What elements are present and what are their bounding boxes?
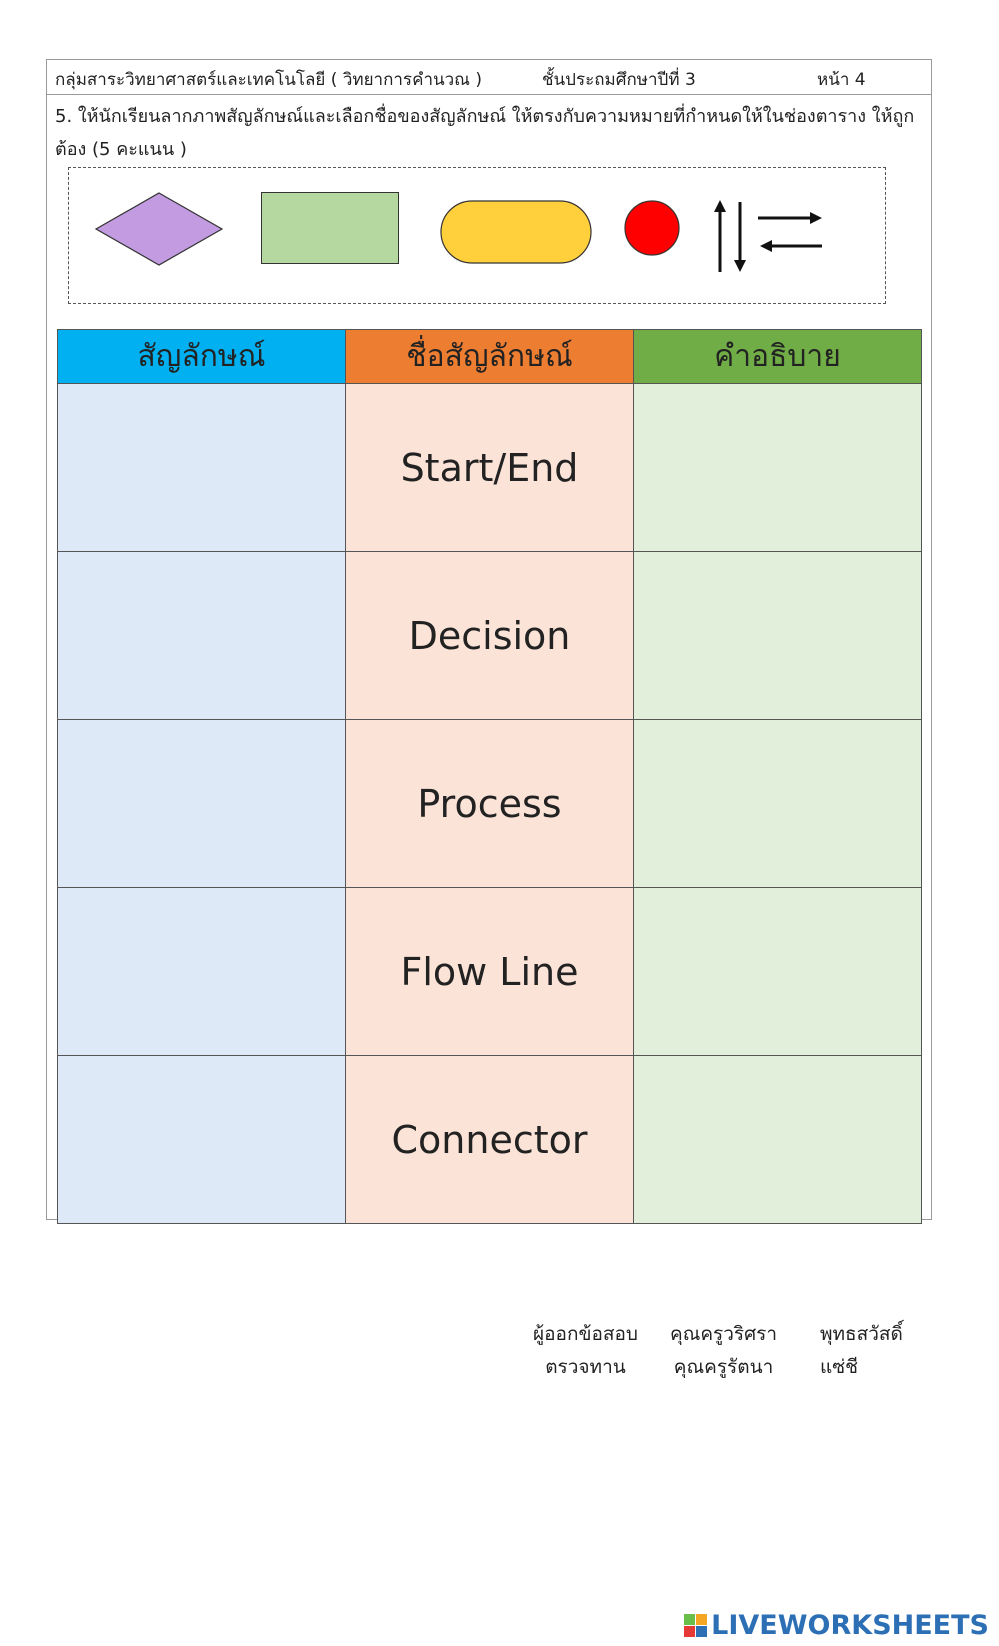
reviewer-first-name: คุณครูรัตนา bbox=[673, 1356, 774, 1378]
header-symbol-name: ชื่อสัญลักษณ์ bbox=[345, 329, 634, 384]
symbol-name-cell: Flow Line bbox=[345, 887, 634, 1056]
description-drop-zone[interactable] bbox=[633, 1055, 922, 1224]
brand-name: LIVEWORKSHEETS bbox=[711, 1610, 989, 1641]
liveworksheets-logo: LIVEWORKSHEETS bbox=[684, 1610, 989, 1641]
question-instruction: 5. ให้นักเรียนลากภาพสัญลักษณ์และเลือกชื่… bbox=[55, 106, 915, 160]
connector-circle-shape[interactable] bbox=[623, 199, 681, 257]
page-header: กลุ่มสาระวิทยาศาสตร์และเทคโนโลยี ( วิทยา… bbox=[47, 60, 931, 95]
symbol-name-cell: Start/End bbox=[345, 383, 634, 552]
subject-label: กลุ่มสาระวิทยาศาสตร์และเทคโนโลยี ( วิทยา… bbox=[55, 70, 482, 90]
table-row: Flow Line bbox=[57, 887, 922, 1056]
symbol-palette bbox=[68, 167, 886, 304]
symbol-drop-zone[interactable] bbox=[57, 719, 346, 888]
role-reviewer: ตรวจทาน bbox=[545, 1356, 626, 1378]
flow-line-arrows-shape[interactable] bbox=[712, 198, 824, 274]
description-drop-zone[interactable] bbox=[633, 887, 922, 1056]
reviewer-last-name: แซ่ชี bbox=[820, 1356, 859, 1378]
role-author: ผู้ออกข้อสอบ bbox=[533, 1323, 638, 1345]
signature-surnames: พุทธสวัสดิ์ แซ่ชี bbox=[820, 1318, 903, 1384]
header-description: คำอธิบาย bbox=[633, 329, 922, 384]
table-row: Decision bbox=[57, 551, 922, 720]
symbol-drop-zone[interactable] bbox=[57, 551, 346, 720]
symbol-drop-zone[interactable] bbox=[57, 383, 346, 552]
worksheet-page: กลุ่มสาระวิทยาศาสตร์และเทคโนโลยี ( วิทยา… bbox=[46, 59, 932, 1224]
process-rectangle-shape[interactable] bbox=[261, 192, 399, 264]
table-row: Connector bbox=[57, 1055, 922, 1224]
table-header-row: สัญลักษณ์ ชื่อสัญลักษณ์ คำอธิบาย bbox=[57, 329, 922, 384]
description-drop-zone[interactable] bbox=[633, 719, 922, 888]
header-symbol: สัญลักษณ์ bbox=[57, 329, 346, 384]
table-row: Process bbox=[57, 719, 922, 888]
description-drop-zone[interactable] bbox=[633, 383, 922, 552]
symbol-drop-zone[interactable] bbox=[57, 887, 346, 1056]
page-number: หน้า 4 bbox=[817, 70, 866, 90]
start-end-terminator-shape[interactable] bbox=[440, 200, 592, 264]
signature-roles: ผู้ออกข้อสอบ ตรวจทาน bbox=[533, 1318, 638, 1384]
table-row: Start/End bbox=[57, 383, 922, 552]
symbol-drop-zone[interactable] bbox=[57, 1055, 346, 1224]
liveworksheets-logo-icon bbox=[684, 1614, 708, 1637]
description-drop-zone[interactable] bbox=[633, 551, 922, 720]
decision-diamond-shape[interactable] bbox=[95, 192, 223, 266]
symbol-name-cell: Process bbox=[345, 719, 634, 888]
symbol-table: สัญลักษณ์ ชื่อสัญลักษณ์ คำอธิบาย Start/E… bbox=[57, 329, 922, 1224]
signature-names: คุณครูวริศรา คุณครูรัตนา bbox=[670, 1318, 777, 1384]
grade-label: ชั้นประถมศึกษาปีที่ 3 bbox=[542, 70, 696, 90]
author-first-name: คุณครูวริศรา bbox=[670, 1323, 778, 1345]
author-last-name: พุทธสวัสดิ์ bbox=[820, 1323, 903, 1345]
symbol-name-cell: Connector bbox=[345, 1055, 634, 1224]
symbol-name-cell: Decision bbox=[345, 551, 634, 720]
